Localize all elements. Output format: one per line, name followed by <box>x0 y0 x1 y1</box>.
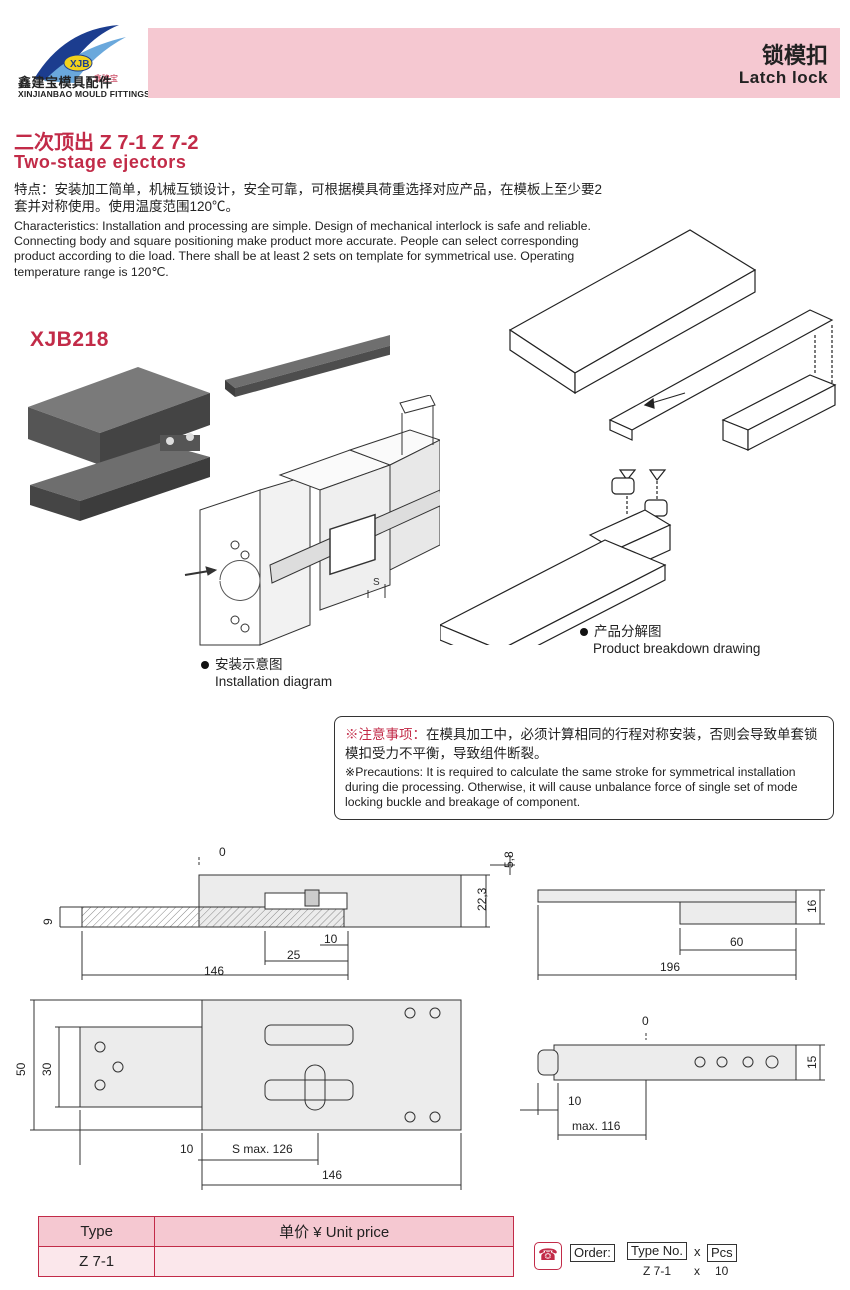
svg-text:5,8: 5,8 <box>502 851 516 868</box>
header-type: Type <box>37 1216 156 1247</box>
precautions-label: ※注意事项： <box>345 727 426 742</box>
svg-text:S: S <box>373 577 380 588</box>
order-label: Order: <box>570 1244 615 1262</box>
table-row: Z 7-1 <box>37 1246 514 1277</box>
svg-text:196: 196 <box>660 960 680 974</box>
bullet-icon <box>580 628 588 636</box>
price-table: Type 单价 ¥ Unit price Z 7-1 <box>37 1216 514 1277</box>
product-photo <box>28 335 390 521</box>
breakdown-drawing <box>440 229 837 645</box>
header-band <box>148 28 840 98</box>
svg-text:15: 15 <box>805 1055 819 1069</box>
section-title-en: Two-stage ejectors <box>14 152 187 172</box>
breakdown-caption-en: Product breakdown drawing <box>593 641 761 656</box>
svg-text:22,3: 22,3 <box>475 887 489 911</box>
phone-icon: ☎ <box>534 1242 562 1270</box>
svg-text:50: 50 <box>14 1062 28 1076</box>
features-cn: 特点：安装加工简单，机械互锁设计，安全可靠，可根据模具荷重选择对应产品，在模板上… <box>14 182 603 214</box>
technical-drawings: 0 5,8 22,3 9 10 25 146 16 60 196 50 30 1… <box>14 845 825 1190</box>
svg-text:10: 10 <box>568 1094 582 1108</box>
brand-name-en: XINJIANBAO MOULD FITTINGS <box>18 89 151 99</box>
section-title-cn: 二次顶出 Z 7-1 Z 7-2 <box>14 132 199 154</box>
svg-text:10: 10 <box>180 1142 194 1156</box>
header-unit-price: 单价 ¥ Unit price <box>154 1216 514 1247</box>
svg-text:0: 0 <box>642 1014 649 1028</box>
svg-text:146: 146 <box>204 964 224 978</box>
svg-text:25: 25 <box>287 948 301 962</box>
svg-text:10: 10 <box>324 932 338 946</box>
company-logo: XJB 鑫建宝 <box>34 25 126 83</box>
precautions-en: ※Precautions: It is required to calculat… <box>345 765 798 809</box>
breakdown-caption: 产品分解图 Product breakdown drawing <box>580 623 760 657</box>
svg-text:S max. 126: S max. 126 <box>232 1142 293 1156</box>
breakdown-caption-cn: 产品分解图 <box>594 624 662 639</box>
installation-caption-cn: 安装示意图 <box>215 657 283 672</box>
installation-caption: 安装示意图 Installation diagram <box>201 656 332 690</box>
order-example: ☎ Order: Type No. x Pcs Z 7-1 x 10 <box>530 1240 840 1280</box>
svg-text:146: 146 <box>322 1168 342 1182</box>
bullet-icon <box>201 661 209 669</box>
svg-text:XJB: XJB <box>70 59 89 70</box>
cell-unit-price <box>154 1246 514 1277</box>
svg-text:max. 116: max. 116 <box>572 1119 621 1133</box>
page-title-cn: 锁模扣 <box>761 43 828 68</box>
precautions-box: ※注意事项：在模具加工中，必须计算相同的行程对称安装，否则会导致单套锁模扣受力不… <box>334 716 834 820</box>
installation-diagram: S <box>184 395 440 646</box>
cell-type: Z 7-1 <box>37 1246 156 1277</box>
features-en: Characteristics: Installation and proces… <box>14 219 591 279</box>
order-example-type: Z 7-1 <box>643 1264 672 1278</box>
installation-caption-en: Installation diagram <box>215 674 333 689</box>
svg-text:鑫建宝: 鑫建宝 <box>94 73 118 83</box>
order-times: x <box>694 1244 701 1259</box>
svg-text:30: 30 <box>40 1062 54 1076</box>
svg-text:9: 9 <box>41 918 55 925</box>
page-title-en: Latch lock <box>738 68 828 87</box>
svg-text:0: 0 <box>219 845 226 859</box>
order-pcs: Pcs <box>707 1244 737 1262</box>
order-type-no: Type No. <box>627 1242 688 1260</box>
precautions-text-cn: 在模具加工中，必须计算相同的行程对称安装，否则会导致单套锁模扣受力不平衡，导致组… <box>345 727 818 761</box>
brand-name-cn: 鑫建宝模具配件 <box>18 75 113 90</box>
table-header-row: Type 单价 ¥ Unit price <box>37 1216 514 1247</box>
svg-text:60: 60 <box>730 935 744 949</box>
precautions-cn: ※注意事项：在模具加工中，必须计算相同的行程对称安装，否则会导致单套锁模扣受力不… <box>345 725 823 763</box>
svg-text:16: 16 <box>805 899 819 913</box>
model-number: XJB218 <box>30 328 109 351</box>
order-example-times: x <box>694 1264 700 1278</box>
order-example-qty: 10 <box>715 1264 729 1278</box>
